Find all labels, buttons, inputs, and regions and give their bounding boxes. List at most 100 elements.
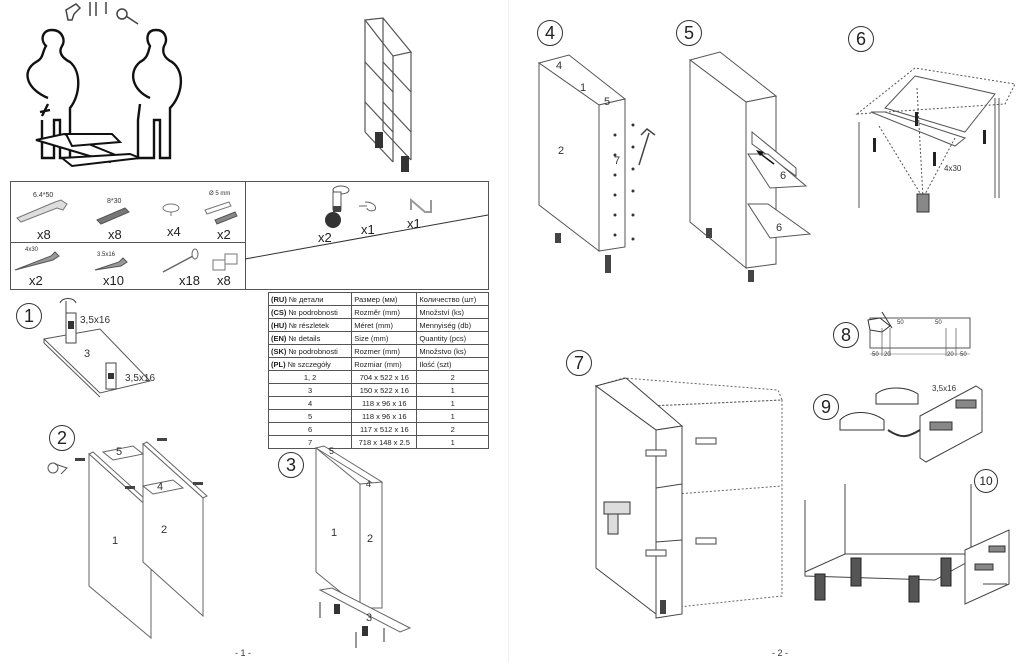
dimension-label: 50 xyxy=(935,320,942,326)
part-label: 3 xyxy=(84,348,91,360)
dimension-label: 50 xyxy=(872,352,879,358)
screw-6.4x50-icon xyxy=(16,199,68,223)
bracket-icon xyxy=(929,399,977,431)
qty-cell: Ilość (szt) xyxy=(416,357,489,371)
lang-code: (RU) xyxy=(271,294,287,304)
qty-cell: Mennyiség (db) xyxy=(416,318,489,332)
step-number: 4 xyxy=(537,20,563,46)
shelf-pin-icon xyxy=(162,203,180,216)
size-cell: Size (mm) xyxy=(351,331,418,345)
step-number: 9 xyxy=(813,394,839,420)
connector-icon xyxy=(212,253,238,271)
detail-label: № podrobnosti xyxy=(288,346,338,356)
nail-icon xyxy=(613,123,635,241)
clip-icon xyxy=(359,201,376,212)
part-label: 4 xyxy=(556,60,563,72)
qty-label: x2 xyxy=(29,273,43,288)
part-label: 1 xyxy=(112,535,119,547)
qty-cell: 1 xyxy=(416,396,489,410)
step-5-illustration xyxy=(688,51,812,282)
hardware-divider-horizontal xyxy=(11,242,245,243)
qty-cell: Množství (ks) xyxy=(416,305,489,319)
bolt-icon xyxy=(645,437,717,557)
part-cell: 3 xyxy=(267,383,353,397)
screw-label: 4x30 xyxy=(944,164,962,173)
pencil-hand-icon xyxy=(867,311,893,333)
detail-label: № details xyxy=(288,333,321,343)
step-7-illustration xyxy=(594,377,783,619)
hardware-diagonal-divider xyxy=(244,214,489,260)
part-label: 1 xyxy=(580,82,587,94)
detail-label: № szczegóły xyxy=(287,359,331,369)
lang-code: (PL) xyxy=(271,359,286,369)
page-number: - 2 - xyxy=(772,648,789,658)
size-label: 4x30 xyxy=(25,247,39,253)
step-4-illustration xyxy=(537,54,656,273)
step-8-illustration xyxy=(867,311,971,356)
lang-code: (SK) xyxy=(271,346,287,356)
tools-icon xyxy=(65,2,139,25)
size-label: 3.5x16 xyxy=(97,252,116,258)
nail-icon xyxy=(162,248,199,273)
qty-label: x10 xyxy=(103,273,124,288)
part-label: 5 xyxy=(604,96,611,108)
part-label: 4 xyxy=(157,481,164,493)
size-label: 6.4*50 xyxy=(33,192,54,199)
qty-label: x2 xyxy=(217,227,231,242)
page-divider xyxy=(508,0,509,662)
size-cell: Rozmer (mm) xyxy=(351,344,418,358)
qty-label: x8 xyxy=(37,227,51,242)
leg-icon xyxy=(555,233,611,273)
detail-cell: (CS) № podrobnosti xyxy=(267,305,353,319)
step-number: 6 xyxy=(848,26,874,52)
screw-3.5x16-icon xyxy=(94,257,128,271)
hinge-icon xyxy=(974,545,1006,571)
qty-label: x1 xyxy=(361,222,375,237)
step-1-illustration xyxy=(42,298,151,398)
step-2-illustration xyxy=(47,438,208,640)
size-cell: 718 x 148 x 2.5 xyxy=(351,435,418,449)
lang-code: (CS) xyxy=(271,307,287,317)
qty-label: x2 xyxy=(318,230,332,245)
arrow-icon xyxy=(887,429,921,437)
page-number: - 1 - xyxy=(235,648,252,658)
dowel-icon xyxy=(75,438,203,489)
detail-label: № podrobnosti xyxy=(288,307,338,317)
step-number: 2 xyxy=(49,425,75,451)
detail-label: № детали xyxy=(288,294,324,304)
screw-icon xyxy=(319,602,385,648)
screw-icon xyxy=(873,112,986,166)
part-label: 2 xyxy=(161,524,168,536)
step-number: 8 xyxy=(833,322,859,348)
size-cell: Rozměr (mm) xyxy=(351,305,418,319)
size-cell: Размер (мм) xyxy=(351,292,418,306)
screw-label: 3,5x16 xyxy=(125,373,156,384)
screw-4x30-icon xyxy=(14,251,60,271)
qty-cell: Množstvo (ks) xyxy=(416,344,489,358)
part-label: 2 xyxy=(367,533,374,545)
leg-icon xyxy=(59,298,77,344)
qty-cell: 2 xyxy=(416,370,489,384)
leg-icon xyxy=(814,557,952,603)
hardware-list: 6.4*50 x8 8*30 x8 x4 Ø 5 mm x2 xyxy=(10,181,489,290)
hammer-icon xyxy=(638,128,656,166)
part-label: 1 xyxy=(331,527,338,539)
detail-cell: (HU) № részletek xyxy=(267,318,353,332)
detail-cell: (SK) № podrobnosti xyxy=(267,344,353,358)
qty-cell: Quantity (pcs) xyxy=(416,331,489,345)
leg-icon xyxy=(660,600,666,614)
size-cell: Méret (mm) xyxy=(351,318,418,332)
qty-label: x8 xyxy=(217,273,231,288)
part-label: 6 xyxy=(776,222,783,234)
drill-icon xyxy=(603,501,631,535)
dimension-label: 20 xyxy=(947,352,954,358)
size-cell: 118 x 96 x 16 xyxy=(351,396,418,410)
